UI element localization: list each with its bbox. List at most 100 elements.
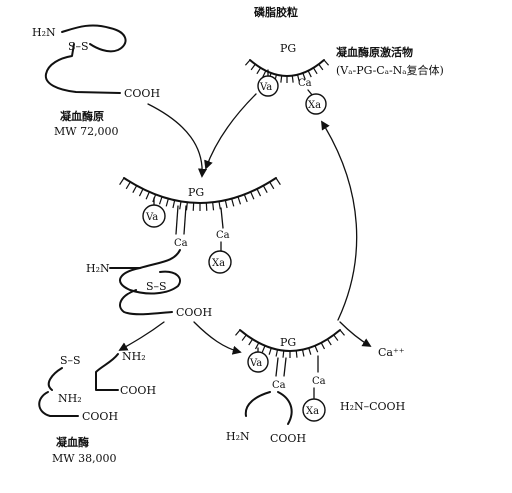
micelle-bristle bbox=[321, 343, 324, 349]
mid-ca-link-a bbox=[176, 206, 178, 234]
arrow-to-calcium bbox=[340, 322, 370, 346]
micelle-bristle bbox=[225, 200, 227, 208]
micelle-bristle bbox=[319, 64, 323, 70]
bottom-c-terminus: COOH bbox=[270, 432, 306, 445]
mid-xa-text: Xa bbox=[212, 258, 225, 269]
arrow-to-thrombin bbox=[120, 322, 164, 350]
thrombin-disulfide: S–S bbox=[60, 354, 81, 367]
phospholipid-micelle-top: 磷脂胶粒 PG Va Ca Xa bbox=[245, 5, 328, 114]
micelle-bristle bbox=[324, 60, 329, 65]
bottom-chain-left bbox=[246, 392, 270, 416]
thrombin-cooh-bottom: COOH bbox=[82, 410, 118, 423]
top-micelle-bristles bbox=[245, 60, 328, 83]
bottom-ca1-link-b bbox=[284, 358, 286, 376]
micelle-bristle bbox=[244, 194, 247, 201]
micelle-bristle bbox=[139, 189, 143, 196]
bottom-va-text: Va bbox=[249, 358, 262, 369]
micelle-bristle bbox=[146, 192, 149, 199]
micelle-bristle bbox=[340, 330, 345, 335]
mid-ca2-text: Ca bbox=[216, 230, 230, 241]
mid-disulfide: S–S bbox=[146, 280, 167, 293]
micelle-bristle bbox=[232, 199, 234, 207]
micelle-bristle bbox=[160, 197, 162, 205]
micelle-bristle bbox=[308, 71, 311, 77]
micelle-bristle bbox=[303, 350, 304, 357]
micelle-bristle bbox=[242, 335, 246, 341]
top-ca-text: Ca bbox=[298, 78, 312, 89]
thrombin-label: 凝血酶 bbox=[56, 435, 89, 449]
micelle-bristle bbox=[245, 60, 250, 65]
micelle-bristle bbox=[269, 348, 271, 355]
thrombin-mw: MW 38,000 bbox=[52, 452, 117, 465]
micelle-bristle bbox=[281, 76, 282, 83]
thrombin-chain-right bbox=[96, 354, 118, 390]
mid-c-terminus: COOH bbox=[176, 306, 212, 319]
micelle-bristle bbox=[309, 348, 311, 355]
micelle-bristle bbox=[213, 202, 214, 210]
micelle-bristle bbox=[315, 346, 318, 352]
micelle-bristle bbox=[313, 68, 317, 74]
mid-ca2-link bbox=[221, 208, 223, 228]
activator-formula: (Vₐ-PG-Cₐ-Nₐ复合体) bbox=[336, 63, 444, 77]
thrombin-nh2-bottom: NH₂ bbox=[58, 392, 82, 405]
micelle-bristle bbox=[328, 339, 332, 345]
micelle-bristle bbox=[235, 330, 240, 335]
bottom-ca2-text: Ca bbox=[312, 376, 326, 387]
micelle-bristle bbox=[334, 335, 338, 341]
micelle-bristle bbox=[263, 186, 267, 193]
micelle-bristle bbox=[296, 351, 297, 358]
micelle-bristle bbox=[173, 200, 175, 208]
arrow-prothrombin-to-complex bbox=[148, 104, 202, 176]
mid-ca-link-b bbox=[184, 206, 186, 234]
micelle-bristle bbox=[251, 64, 255, 70]
micelle-bristle bbox=[257, 68, 261, 74]
micelle-bristle bbox=[276, 178, 280, 185]
arrow-to-product bbox=[194, 322, 240, 352]
prothrombin-molecule: H₂N S–S COOH 凝血酶原 MW 72,000 bbox=[32, 25, 160, 138]
thrombin-cooh-top: COOH bbox=[120, 384, 156, 397]
micelle-bristle bbox=[120, 178, 124, 185]
released-fragment: H₂N–COOH bbox=[340, 400, 405, 413]
micelle-bristle bbox=[257, 189, 261, 196]
product-complex: PG Va Ca Ca Xa H₂N COOH bbox=[226, 330, 345, 445]
micelle-bristle bbox=[292, 76, 293, 83]
micelle-bristle bbox=[283, 351, 284, 358]
mid-ca1-text: Ca bbox=[174, 238, 188, 249]
prothrombin-label: 凝血酶原 bbox=[60, 109, 104, 123]
prothrombin-n-terminus: H₂N bbox=[32, 26, 56, 39]
bound-complex: PG Va Ca Ca Xa H₂N S–S COOH bbox=[86, 178, 280, 319]
micelle-bristle bbox=[276, 350, 277, 357]
micelle-bristle bbox=[270, 182, 274, 189]
mid-pg-label: PG bbox=[188, 186, 204, 199]
micelle-bristle bbox=[262, 346, 265, 352]
phospholipid-label: 磷脂胶粒 bbox=[254, 5, 298, 19]
prothrombin-mw: MW 72,000 bbox=[54, 125, 119, 138]
micelle-bristle bbox=[219, 201, 220, 209]
bottom-ca1-link-a bbox=[276, 358, 278, 376]
micelle-bristle bbox=[249, 339, 253, 345]
micelle-bristle bbox=[166, 199, 168, 207]
thrombin-nh2-top: NH₂ bbox=[122, 350, 146, 363]
micelle-bristle bbox=[180, 201, 181, 209]
arrow-recycle-to-activator bbox=[322, 122, 357, 320]
mid-va-text: Va bbox=[145, 212, 158, 223]
top-va-text: Va bbox=[259, 82, 272, 93]
prothrombin-c-terminus: COOH bbox=[124, 87, 160, 100]
prothrombin-disulfide: S–S bbox=[68, 40, 89, 53]
top-micelle-arc bbox=[250, 60, 324, 76]
bottom-ca1-text: Ca bbox=[272, 380, 286, 391]
mid-n-terminus: H₂N bbox=[86, 262, 110, 275]
bottom-chain-right bbox=[278, 392, 292, 424]
activator-label: 凝血酶原激活物 bbox=[336, 45, 413, 59]
bottom-n-terminus: H₂N bbox=[226, 430, 250, 443]
micelle-bristle bbox=[133, 186, 137, 193]
micelle-bristle bbox=[238, 197, 240, 205]
micelle-bristle bbox=[126, 182, 130, 189]
micelle-bristle bbox=[251, 192, 254, 199]
top-pg-label: PG bbox=[280, 42, 296, 55]
bottom-xa-text: Xa bbox=[306, 406, 319, 417]
thrombin-molecule: S–S NH₂ COOH NH₂ COOH 凝血酶 MW 38,000 bbox=[39, 350, 156, 465]
thrombin-chain-left bbox=[49, 368, 62, 390]
